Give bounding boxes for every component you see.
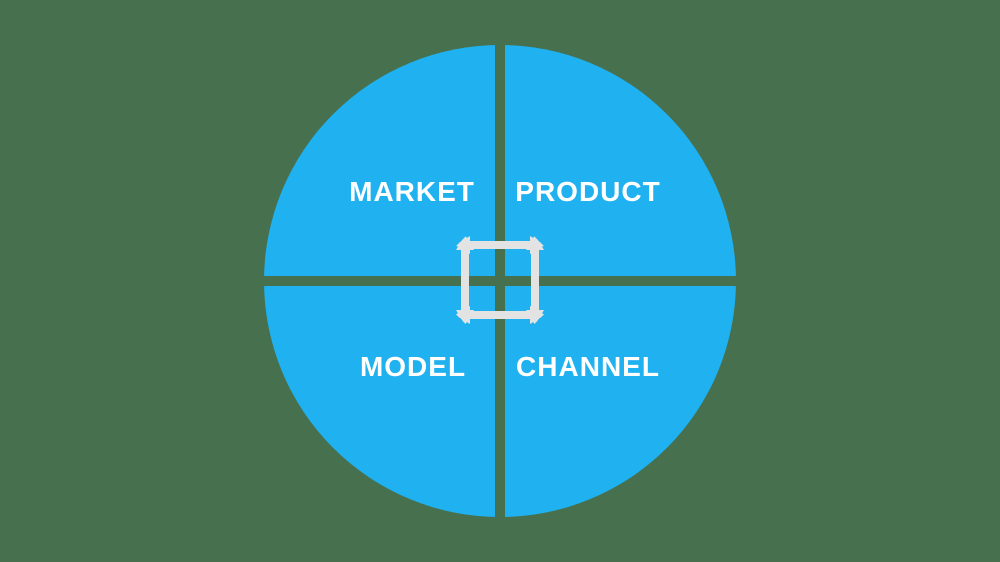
arrow-top	[455, 236, 545, 254]
quadrant-label-model: MODEL	[359, 351, 467, 382]
quadrant-label-market: MARKET	[349, 176, 475, 207]
corner-cut-bottom-left	[443, 304, 477, 337]
arrow-bottom	[455, 306, 545, 324]
cycle-double-arrows-icon	[443, 220, 557, 337]
quadrant-label-product: PRODUCT	[515, 176, 661, 207]
arrow-left	[456, 235, 474, 325]
corner-cut-bottom-right	[523, 304, 557, 337]
arrow-right	[526, 235, 544, 325]
quadrant-label-channel: CHANNEL	[516, 351, 660, 382]
horizontal-divider	[0, 276, 1000, 286]
corner-cut-top-left	[446, 220, 480, 254]
corner-cut-top-right	[520, 220, 554, 254]
